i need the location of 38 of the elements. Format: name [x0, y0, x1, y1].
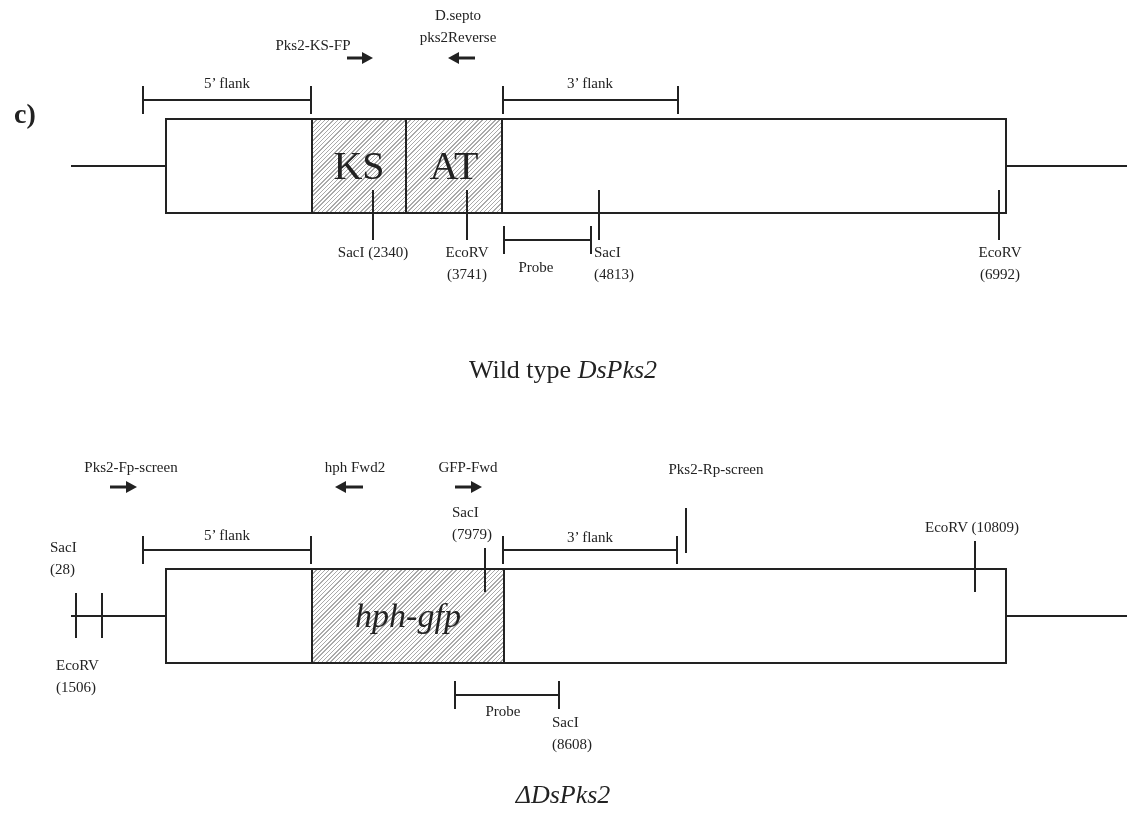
site-label: SacI (8608)	[552, 713, 593, 754]
primer-label: D.septo pks2Reverse	[418, 6, 498, 47]
site-label: EcoRV (6992)	[972, 241, 1028, 285]
region-label: 5’ flank	[204, 526, 250, 545]
cassette-box	[311, 568, 505, 664]
domain-box	[311, 118, 407, 214]
site-label: EcoRV (10809)	[925, 516, 1019, 538]
panel-title: ΔDsPks2	[515, 779, 611, 811]
site-tick	[598, 189, 600, 241]
probe-label: Probe	[518, 258, 554, 277]
gene-box	[165, 118, 1007, 214]
site-label: EcoRV (1506)	[56, 656, 100, 697]
site-tick	[484, 547, 486, 593]
region-label: 3’ flank	[567, 528, 613, 547]
site-label: EcoRV (3741)	[439, 241, 495, 285]
gene-label: hph-gfp	[354, 596, 462, 636]
primer-label: Pks2-Fp-screen	[84, 458, 178, 477]
site-label: SacI (28)	[50, 538, 78, 579]
domain-label: KS	[332, 142, 386, 190]
primer-label: GFP-Fwd	[438, 458, 498, 477]
region-label: 5’ flank	[204, 74, 250, 93]
site-tick	[466, 189, 468, 241]
site-label: SacI (2340)	[337, 241, 409, 263]
panel-title: Wild type DsPks2	[468, 354, 658, 386]
site-tick	[974, 540, 976, 593]
primer-label: hph Fwd2	[324, 458, 386, 477]
site-tick	[372, 189, 374, 241]
primer-label: Pks2-Rp-screen	[668, 460, 764, 479]
gene-box	[165, 568, 1007, 664]
domain-label: AT	[428, 142, 480, 190]
site-label: SacI (7979)	[452, 501, 497, 545]
primer-label: Pks2-KS-FP	[275, 36, 351, 55]
probe-label: Probe	[485, 702, 521, 721]
site-tick	[998, 189, 1000, 241]
panel-letter: c)	[14, 97, 36, 131]
site-label: SacI (4813)	[594, 241, 639, 285]
domain-box	[405, 118, 503, 214]
region-label: 3’ flank	[567, 74, 613, 93]
